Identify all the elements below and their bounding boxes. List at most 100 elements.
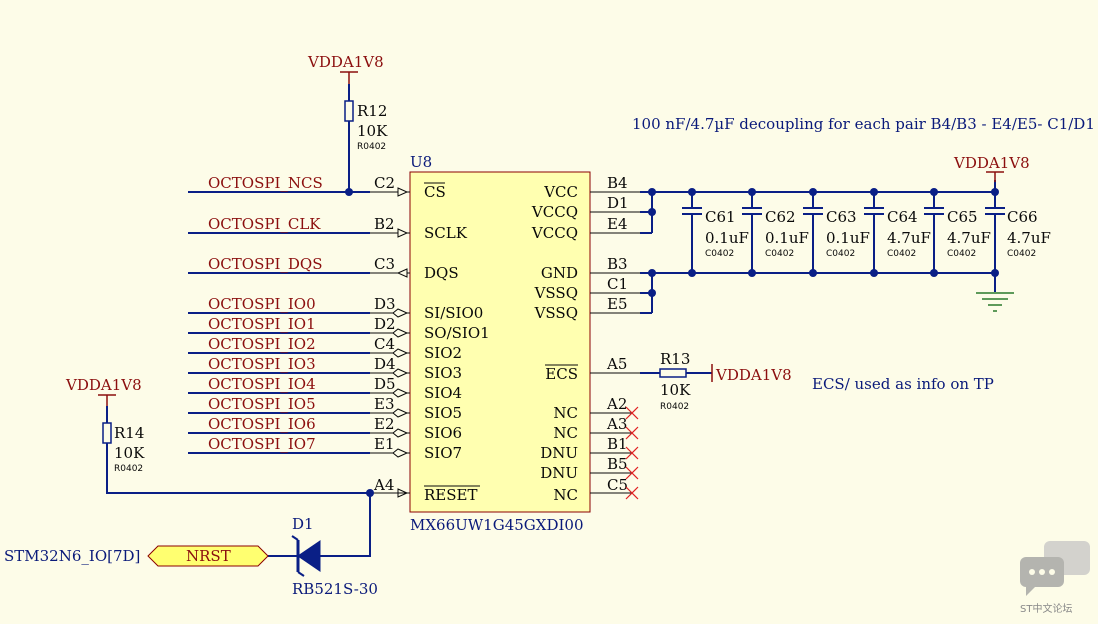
chip-ref: U8 xyxy=(410,153,432,171)
cap-c66[interactable]: C66 4.7uF C0402 xyxy=(1007,208,1051,259)
r14-pkg: R0402 xyxy=(114,464,143,474)
nrst-port[interactable] xyxy=(147,545,269,567)
pin-num: A4 xyxy=(373,476,394,494)
pin-num: E5 xyxy=(607,295,628,313)
net-label-io1[interactable]: OCTOSPI_IO1 xyxy=(208,315,316,333)
r13-body[interactable] xyxy=(659,368,687,378)
net-label-io3[interactable]: OCTOSPI_IO3 xyxy=(208,355,316,373)
pin-num: B3 xyxy=(607,255,628,273)
pin-num: D2 xyxy=(374,315,396,333)
chip-body[interactable] xyxy=(409,171,591,513)
cap-pkg: C0402 xyxy=(765,249,794,259)
cap-ref: C66 xyxy=(1007,208,1038,226)
chip-part: MX66UW1G45GXDI00 xyxy=(410,516,584,534)
net-label-clk[interactable]: OCTOSPI_CLK xyxy=(208,215,321,233)
pin-num: A2 xyxy=(606,395,627,413)
net-label-io4[interactable]: OCTOSPI_IO4 xyxy=(208,375,316,393)
r14-body[interactable] xyxy=(102,422,112,444)
pin-num: B5 xyxy=(607,455,628,473)
ground-icon xyxy=(976,292,1014,312)
pin-num: E3 xyxy=(374,395,395,413)
diode-wire-right xyxy=(320,493,371,557)
net-label-io6[interactable]: OCTOSPI_IO6 xyxy=(208,415,316,433)
pin-num: A3 xyxy=(606,415,627,433)
r12-body[interactable] xyxy=(344,100,354,122)
cap-ref: C63 xyxy=(826,208,857,226)
pin-num: B4 xyxy=(607,174,628,192)
pin-num: E2 xyxy=(374,415,395,433)
net-label-io2[interactable]: OCTOSPI_IO2 xyxy=(208,335,316,353)
pin-num: D3 xyxy=(374,295,396,313)
pin-name: NC xyxy=(553,424,578,442)
net-label-io5[interactable]: OCTOSPI_IO5 xyxy=(208,395,316,413)
cap-c65[interactable]: C65 4.7uF C0402 xyxy=(947,208,991,259)
right-pin-names: VCC VCCQ VCCQ GND VSSQ VSSQ ECS NC NC DN… xyxy=(531,183,578,504)
chat-icon xyxy=(1020,541,1090,596)
junction-dots xyxy=(345,188,999,497)
pin-name: SIO6 xyxy=(424,424,462,442)
cap-pkg: C0402 xyxy=(1007,249,1036,259)
pin-num: B1 xyxy=(607,435,628,453)
pin-num: C1 xyxy=(607,275,628,293)
pin-name: VCCQ xyxy=(531,203,578,221)
r14-wire-bottom xyxy=(106,443,370,494)
cap-value: 4.7uF xyxy=(947,229,991,247)
pin-num: D1 xyxy=(607,194,629,212)
cap-ref: C65 xyxy=(947,208,978,226)
cap-c63[interactable]: C63 0.1uF C0402 xyxy=(826,208,870,259)
cap-value: 4.7uF xyxy=(887,229,931,247)
cap-value: 0.1uF xyxy=(765,229,809,247)
power-rail-wires xyxy=(640,180,996,314)
watermark-text: ST中文论坛 xyxy=(1020,602,1072,615)
cap-pkg: C0402 xyxy=(947,249,976,259)
cap-c64[interactable]: C64 4.7uF C0402 xyxy=(887,208,931,259)
power-label-r12[interactable]: VDDA1V8 xyxy=(307,53,384,71)
pin-name: SCLK xyxy=(424,224,468,242)
pin-name: VSSQ xyxy=(534,284,578,302)
port-source-label: STM32N6_IO[7D] xyxy=(4,547,140,565)
cap-c61[interactable]: C61 0.1uF C0402 xyxy=(705,208,749,259)
cap-value: 0.1uF xyxy=(705,229,749,247)
r13-ref: R13 xyxy=(660,350,690,368)
cap-pkg: C0402 xyxy=(887,249,916,259)
net-label-ncs[interactable]: OCTOSPI_NCS xyxy=(208,174,323,192)
cap-pkg: C0402 xyxy=(705,249,734,259)
no-connect-markers xyxy=(625,406,639,500)
cap-c62[interactable]: C62 0.1uF C0402 xyxy=(765,208,809,259)
net-label-dqs[interactable]: OCTOSPI_DQS xyxy=(208,255,322,273)
pin-name-reset: RESET xyxy=(424,486,477,504)
diode-part: RB521S-30 xyxy=(292,580,378,598)
net-label-io0[interactable]: OCTOSPI_IO0 xyxy=(208,295,316,313)
pin-name: SIO5 xyxy=(424,404,462,422)
pin-num: A5 xyxy=(606,355,627,373)
nrst-port-label: NRST xyxy=(186,547,231,565)
diode-ref: D1 xyxy=(292,515,314,533)
pin-name-cs: CS xyxy=(424,183,446,201)
power-label-r14[interactable]: VDDA1V8 xyxy=(65,376,142,394)
pin-name: NC xyxy=(553,486,578,504)
r12-ref: R12 xyxy=(357,102,387,120)
r14-value: 10K xyxy=(114,444,145,462)
pin-num: E1 xyxy=(374,435,395,453)
right-pin-stubs xyxy=(590,191,640,494)
pin-num: C5 xyxy=(607,476,628,494)
cap-pkg: C0402 xyxy=(826,249,855,259)
net-label-io7[interactable]: OCTOSPI_IO7 xyxy=(208,435,316,453)
cap-ref: C61 xyxy=(705,208,736,226)
pin-name: DQS xyxy=(424,264,459,282)
diode-icon[interactable] xyxy=(291,535,321,577)
pin-num: E4 xyxy=(607,215,628,233)
power-label-r13[interactable]: VDDA1V8 xyxy=(715,366,792,384)
pin-name: SI/SIO0 xyxy=(424,304,483,322)
left-pin-names: CS SCLK DQS SI/SIO0 SO/SIO1 SIO2 SIO3 SI… xyxy=(424,183,490,504)
pin-num: D4 xyxy=(374,355,396,373)
pin-num: C2 xyxy=(374,174,395,192)
left-pin-numbers: C2 B2 C3 D3 D2 C4 D4 D5 E3 E2 E1 A4 xyxy=(373,174,396,494)
ecs-note: ECS/ used as info on TP xyxy=(812,375,994,393)
power-label-right[interactable]: VDDA1V8 xyxy=(953,154,1030,172)
pin-name: VCC xyxy=(543,183,578,201)
cap-value: 0.1uF xyxy=(826,229,870,247)
r13-pkg: R0402 xyxy=(660,402,689,412)
r13-value: 10K xyxy=(660,381,691,399)
